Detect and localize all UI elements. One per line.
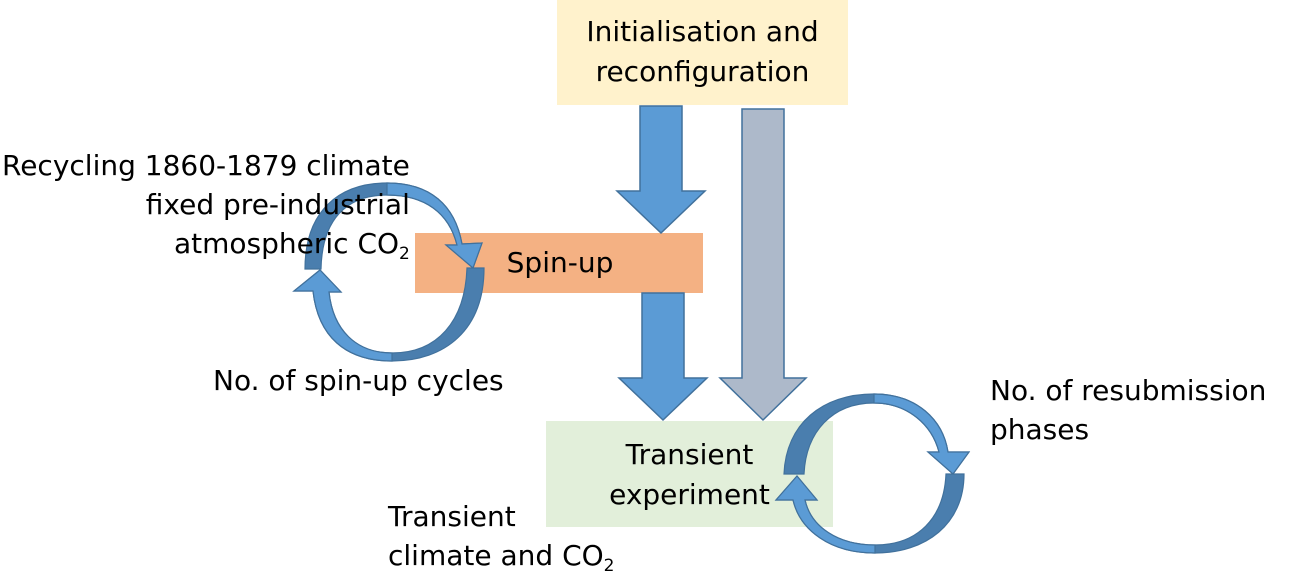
recycling-label: Recycling 1860-1879 climate fixed pre-in…: [2, 146, 410, 263]
recycling-line2: fixed pre-industrial: [145, 188, 410, 221]
resubmission-cycle-lower-arc-light: [774, 475, 876, 554]
recycling-line3: atmospheric CO2: [173, 227, 410, 264]
init-box: Initialisation and reconfiguration: [557, 6, 848, 98]
transient-box: Transient experiment: [546, 431, 833, 519]
spinup-box-shape: [415, 233, 703, 293]
spinup-cycle-arrows: [292, 182, 485, 362]
spinup-cycle-lower-arc-light: [292, 269, 393, 362]
spinup-box: Spin-up: [470, 233, 650, 293]
spinup-cycles-label: No. of spin-up cycles: [213, 364, 504, 397]
arrow-spinup-to-transient: [617, 292, 709, 422]
transient-climate-line2: climate and CO2: [388, 539, 615, 576]
recycling-line1: Recycling 1860-1879 climate: [2, 149, 410, 182]
transient-box-line1: Transient: [625, 438, 754, 471]
transient-climate-label: Transient climate and CO2: [388, 497, 615, 575]
init-box-line1: Initialisation and: [586, 15, 819, 48]
arrow-init-to-transient: [718, 108, 808, 422]
spinup-box-label: Spin-up: [506, 246, 614, 279]
spinup-cycle-upper-arc-light: [386, 182, 483, 270]
resubmission-line2: phases: [990, 413, 1090, 446]
resubmission-line1: No. of resubmission: [990, 374, 1267, 407]
init-box-line2: reconfiguration: [595, 55, 810, 88]
init-box-shape: [557, 0, 848, 105]
transient-climate-line1: Transient: [388, 500, 516, 533]
transient-box-line2: experiment: [609, 478, 770, 511]
resubmission-cycle-arrows: [774, 393, 971, 554]
resubmission-label: No. of resubmission phases: [990, 371, 1266, 449]
arrow-init-to-spinup: [615, 105, 707, 235]
resubmission-cycle-upper-arc-light: [873, 393, 971, 475]
